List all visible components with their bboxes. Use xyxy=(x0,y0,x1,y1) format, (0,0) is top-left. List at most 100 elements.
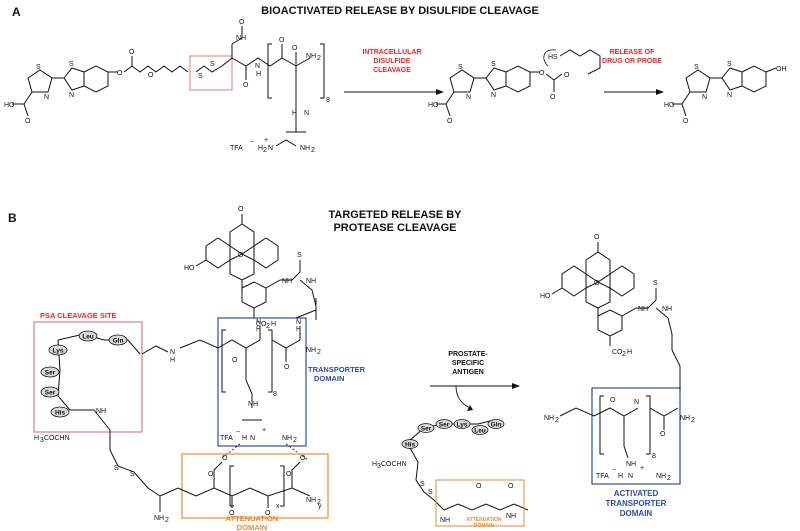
atom-o-minus: O xyxy=(508,483,514,490)
attenuation-atoms: O O O O O O x y NH 2 xyxy=(208,455,322,517)
ionic-interaction-line-2 xyxy=(285,443,309,461)
svg-text:Gln: Gln xyxy=(113,338,124,345)
svg-text:Ser: Ser xyxy=(421,426,432,433)
charge-minus: − xyxy=(236,429,240,436)
atom-nh2: NH xyxy=(656,473,666,480)
activated-label-line-3: DOMAIN xyxy=(620,509,653,518)
atom-oh: OH xyxy=(776,66,787,73)
panel-a-title: BIOACTIVATED RELEASE BY DISULFIDE CLEAVA… xyxy=(261,5,539,17)
activated-label-line-2: TRANSPORTER xyxy=(606,499,667,508)
activated-label-line-1: ACTIVATED xyxy=(614,489,659,498)
atom-nh: NH xyxy=(638,306,648,313)
arrowhead-1 xyxy=(436,89,444,95)
svg-text:Leu: Leu xyxy=(474,428,486,435)
arrow-1-label-line-2: DISULFIDE xyxy=(374,58,411,65)
subscript-8: 8 xyxy=(273,391,277,398)
luciferin-prodrug-atoms: HO O S N S N O O O S S NH O O N H O O NH… xyxy=(4,19,330,154)
residue-leu-mid: Leu xyxy=(471,425,489,435)
atom-n: N xyxy=(69,92,74,99)
atom-n: N xyxy=(296,319,301,326)
atom-o: O xyxy=(564,72,570,79)
atom-s: S xyxy=(114,465,119,472)
counterion-tfa: TFA xyxy=(596,473,609,480)
subscript-2: 2 xyxy=(317,55,321,62)
residue-ser-mid-1: Ser xyxy=(417,423,435,433)
attenuation-label-line-1: ATTENUATION xyxy=(226,514,279,523)
atom-nh2: NH xyxy=(300,145,310,152)
svg-text:Ser: Ser xyxy=(439,422,450,429)
atom-n: N xyxy=(727,92,732,99)
subscript-3: 3 xyxy=(377,463,381,470)
atom-nh2: NH xyxy=(306,497,316,504)
atom-h2n: NH xyxy=(544,415,554,422)
atom-o: O xyxy=(239,19,245,26)
attenuation-label-line-2: DOMAIN xyxy=(237,523,267,531)
psa-cleavage-site-box xyxy=(33,321,143,433)
atom-s: S xyxy=(491,61,496,68)
atom-sh: HS xyxy=(548,54,558,61)
atom-h: H xyxy=(296,326,301,333)
svg-text:His: His xyxy=(405,442,416,449)
subscript-2: 2 xyxy=(311,147,315,154)
subscript-2: 2 xyxy=(555,417,559,424)
transporter-structure xyxy=(179,298,317,421)
svg-text:Leu: Leu xyxy=(82,334,94,341)
atom-nh: H xyxy=(292,110,297,117)
atom-co2h: CO xyxy=(612,349,623,356)
atom-h: H xyxy=(256,326,261,333)
panel-b-letter: B xyxy=(8,211,17,225)
left-peptide-atoms: NH N H xyxy=(96,345,175,415)
activated-transporter-structure xyxy=(559,349,681,459)
enzyme-label-line-2: SPECIFIC xyxy=(452,360,484,367)
atom-n: N xyxy=(702,94,707,101)
counterion-tfa: TFA xyxy=(230,145,243,152)
atom-o-minus: O xyxy=(476,483,482,490)
subscript-8: 8 xyxy=(652,453,656,460)
atom-nh2: NH xyxy=(282,435,292,442)
subscript-2: 2 xyxy=(622,351,626,358)
cleavage-site-box xyxy=(189,55,233,91)
atom-acetyl-h: H xyxy=(372,461,377,468)
atom-n: N xyxy=(304,110,309,117)
panel-a-letter: A xyxy=(12,5,21,19)
panel-b-title-line-1: TARGETED RELEASE BY xyxy=(328,209,462,221)
atom-h: H xyxy=(242,435,247,442)
subscript-y: y xyxy=(318,503,322,510)
atom-o-minus: O xyxy=(300,455,306,462)
enzyme-label-line-3: ANTIGEN xyxy=(452,369,484,376)
charge-plus: + xyxy=(262,427,266,434)
psa-curved-arrowhead xyxy=(467,405,473,411)
atom-n: N xyxy=(466,94,471,101)
atom-o: O xyxy=(660,431,666,438)
atom-s: S xyxy=(130,471,135,478)
psa-arrowhead xyxy=(512,383,520,389)
atom-n: N xyxy=(170,349,175,356)
middle-atoms: H 3 COCHN S S O O NH NH xyxy=(372,461,516,524)
atom-s: S xyxy=(694,64,699,71)
atom-s: S xyxy=(428,489,433,496)
subscript-2: 2 xyxy=(293,437,297,444)
atom-nh: NH xyxy=(96,408,106,415)
atom-s: S xyxy=(297,252,302,259)
atom-nh2: NH xyxy=(440,517,450,524)
arrowhead-2 xyxy=(656,89,664,95)
atom-acetyl-rest: COCHN xyxy=(44,435,70,442)
atom-o: O xyxy=(594,280,600,287)
atom-o: O xyxy=(550,94,556,101)
psa-cleavage-site-label: PSA CLEAVAGE SITE xyxy=(40,311,117,320)
residue-his-mid: His xyxy=(401,439,419,449)
atom-nh2: NH xyxy=(506,513,516,520)
atom-o: O xyxy=(129,49,135,56)
atom-nh: NH xyxy=(626,461,636,468)
subscript-2: 2 xyxy=(263,147,267,154)
atom-co2h: CO xyxy=(256,321,267,328)
atom-s: S xyxy=(36,64,41,71)
subscript-8: 8 xyxy=(326,97,330,104)
subscript-2: 2 xyxy=(691,417,695,424)
atom-o: O xyxy=(243,82,249,89)
atom-nh: NH xyxy=(662,306,672,313)
atom-acetyl-h: H xyxy=(34,435,39,442)
atom-nh2: NH xyxy=(154,515,164,522)
atom-o: O xyxy=(284,364,290,371)
